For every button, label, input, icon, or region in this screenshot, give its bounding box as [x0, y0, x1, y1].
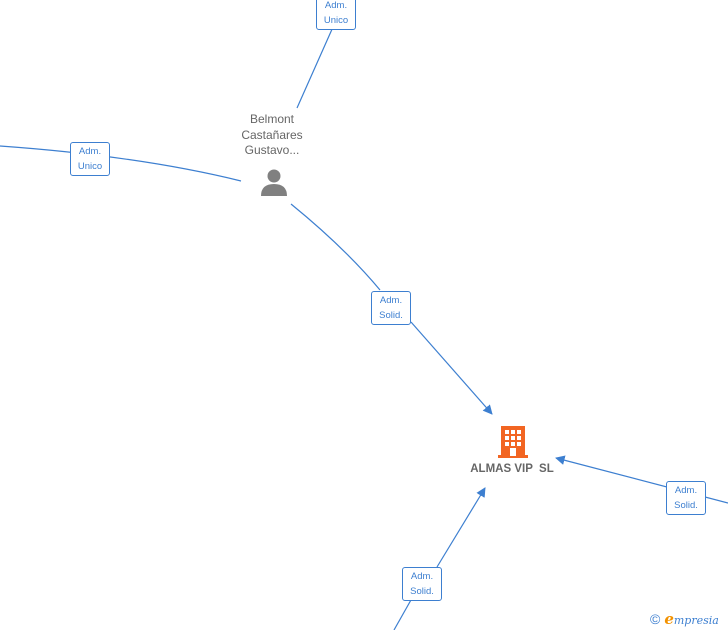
brand-name-rest: mpresia — [673, 614, 719, 627]
company-name[interactable]: ALMAS VIP SL — [470, 463, 554, 475]
copyright-icon: © — [650, 611, 661, 627]
building-icon[interactable] — [497, 424, 529, 458]
edge-right-to-company — [555, 455, 728, 504]
role-box-right[interactable]: Adm. Solid. — [666, 481, 706, 515]
role-box-middle-line1: Adm. — [379, 295, 403, 306]
edge-bottom-arrow — [436, 487, 486, 568]
person-name[interactable]: Belmont Castañares Gustavo... — [226, 112, 318, 159]
edge-left-to-person — [0, 145, 242, 182]
role-box-bottom-line2: Solid. — [410, 586, 434, 597]
brand-name: empresia — [664, 610, 719, 628]
role-box-top-line1: Adm. — [324, 0, 348, 11]
role-box-bottom-line1: Adm. — [410, 571, 434, 582]
role-box-bottom[interactable]: Adm. Solid. — [402, 567, 442, 601]
person-icon[interactable] — [258, 166, 290, 198]
brand-initial: e — [664, 610, 674, 628]
edge-middle-arrow — [410, 321, 493, 415]
role-box-middle[interactable]: Adm. Solid. — [371, 291, 411, 325]
person-name-line-3: Gustavo... — [244, 143, 300, 157]
role-box-right-line1: Adm. — [674, 485, 698, 496]
person-name-line-1: Belmont — [249, 112, 295, 126]
role-box-left[interactable]: Adm. Unico — [70, 142, 110, 176]
edge-top-to-person — [296, 17, 338, 109]
role-box-top[interactable]: Adm. Unico — [316, 0, 356, 30]
edge-person-to-company — [290, 203, 381, 291]
role-box-left-line1: Adm. — [78, 146, 102, 157]
person-name-line-2: Castañares — [241, 127, 303, 142]
role-box-middle-line2: Solid. — [379, 310, 403, 321]
brand-watermark: © empresia — [650, 610, 719, 628]
role-box-right-line2: Solid. — [674, 500, 698, 511]
role-box-top-line2: Unico — [323, 15, 349, 26]
role-box-left-line2: Unico — [77, 161, 103, 172]
